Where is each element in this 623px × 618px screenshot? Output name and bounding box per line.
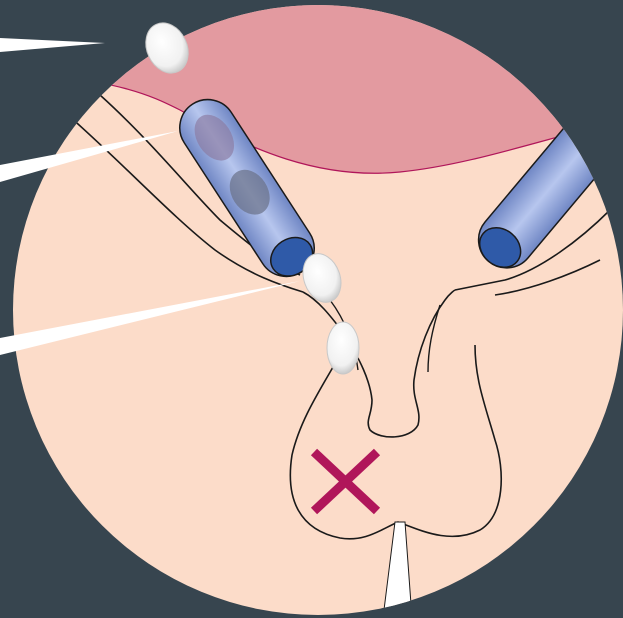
stone-icon	[327, 322, 359, 374]
pointer-icon	[0, 38, 105, 52]
